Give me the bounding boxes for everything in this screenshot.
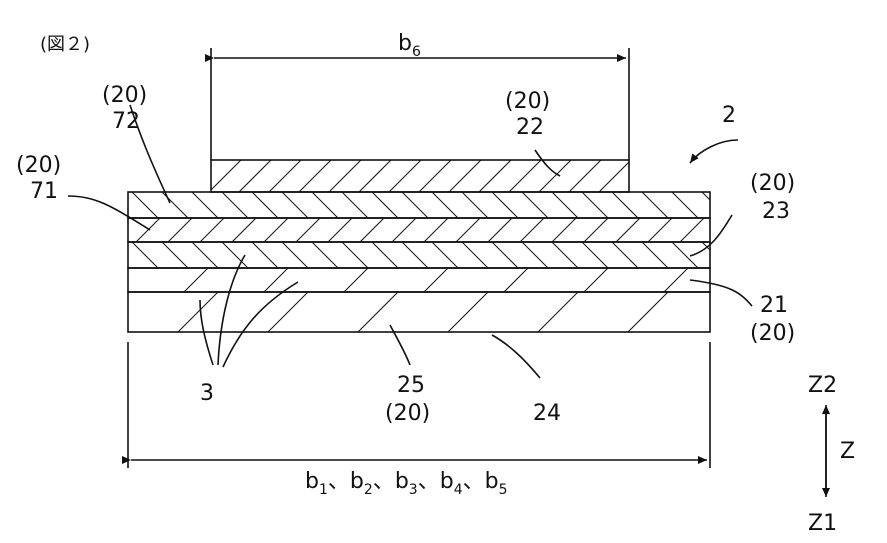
leader-71 — [68, 196, 150, 230]
leader-25 — [390, 325, 410, 365]
layer-21 — [128, 268, 710, 292]
label-20-right-top: (20) — [750, 171, 795, 196]
label-2: 2 — [722, 103, 736, 128]
b6-dimension-label: b6 — [398, 31, 421, 60]
label-20-top-left: (20) — [102, 83, 147, 108]
leader-24 — [492, 335, 540, 378]
label-20-bottom: (20) — [385, 401, 430, 426]
layer-22 — [211, 160, 629, 192]
label-3: 3 — [200, 381, 214, 406]
leader-21 — [690, 280, 752, 306]
layer-25 — [128, 292, 710, 332]
label-25: 25 — [397, 373, 425, 398]
label-21: 21 — [760, 293, 788, 318]
layer-72 — [128, 192, 710, 218]
leader-2-arrow — [690, 140, 738, 163]
leader-3-c — [223, 282, 298, 367]
axis-z1-label: Z1 — [808, 511, 837, 536]
axis-z-label: Z — [840, 439, 855, 464]
label-72: 72 — [112, 109, 140, 134]
label-20-right-bottom: (20) — [750, 321, 795, 346]
leader-23 — [690, 215, 732, 256]
label-20-top-center: (20) — [505, 89, 550, 114]
label-23: 23 — [762, 199, 790, 224]
b1-b5-dimension-label: b1、b2、b3、b4、b5 — [305, 469, 508, 498]
label-20-left: (20) — [16, 153, 61, 178]
figure-title: (図２) — [40, 34, 90, 55]
label-22: 22 — [516, 115, 544, 140]
label-24: 24 — [533, 401, 561, 426]
axis-z2-label: Z2 — [808, 373, 837, 398]
label-71: 71 — [30, 179, 58, 204]
layer-71 — [128, 218, 710, 242]
layer-23 — [128, 242, 710, 268]
leader-22 — [535, 150, 560, 176]
